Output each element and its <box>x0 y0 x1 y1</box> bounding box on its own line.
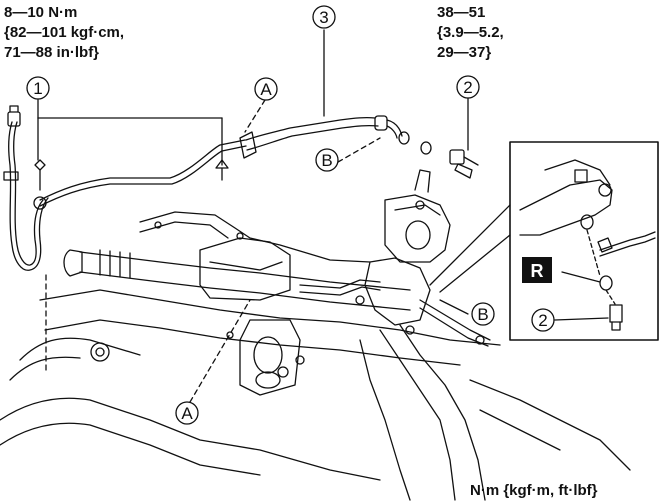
callout-2-inset-label: 2 <box>538 311 547 330</box>
callout-group: 1 3 2 A B A B 2 <box>26 5 555 425</box>
unit-legend: N·m {kgf·m, ft·lbf} <box>470 482 598 499</box>
callout-b-top-label: B <box>321 151 332 170</box>
torque-spec-right: 38—51 {3.9—5.2, 29—37} <box>437 3 504 63</box>
callout-a-top-label: A <box>260 80 272 99</box>
callout-1-label: 1 <box>33 79 42 98</box>
callout-a-bottom-label: A <box>181 404 193 423</box>
torque-spec-right-line3: 29—37} <box>437 44 492 61</box>
leader-lines <box>37 29 511 403</box>
callout-b-right-label: B <box>477 305 488 324</box>
torque-spec-left: 8—10 N·m {82—101 kgf·cm, 71—88 in·lbf} <box>4 3 124 63</box>
torque-spec-left-line3: 71—88 in·lbf} <box>4 44 100 61</box>
torque-spec-left-line2: {82—101 kgf·cm, <box>4 24 125 41</box>
callout-b-right: B <box>471 302 495 326</box>
pressure-pipe <box>3 105 479 271</box>
callout-a-top: A <box>254 77 278 101</box>
subframe-assembly <box>0 169 631 501</box>
callout-3-label: 3 <box>319 8 328 27</box>
callout-1: 1 <box>26 76 50 100</box>
callout-2-inset: 2 <box>531 308 555 332</box>
callout-2-top: 2 <box>456 75 480 99</box>
inset-detail-box <box>509 141 659 341</box>
callout-a-bottom: A <box>175 401 199 425</box>
torque-spec-right-line2: {3.9—5.2, <box>437 24 504 41</box>
torque-spec-right-line1: 38—51 <box>437 4 486 21</box>
callout-b-top: B <box>315 148 339 172</box>
replace-badge-label: R <box>531 261 544 281</box>
replace-badge: R <box>522 257 552 283</box>
torque-spec-left-line1: 8—10 N·m <box>4 4 78 21</box>
callout-2-top-label: 2 <box>463 78 472 97</box>
callout-3: 3 <box>312 5 336 29</box>
